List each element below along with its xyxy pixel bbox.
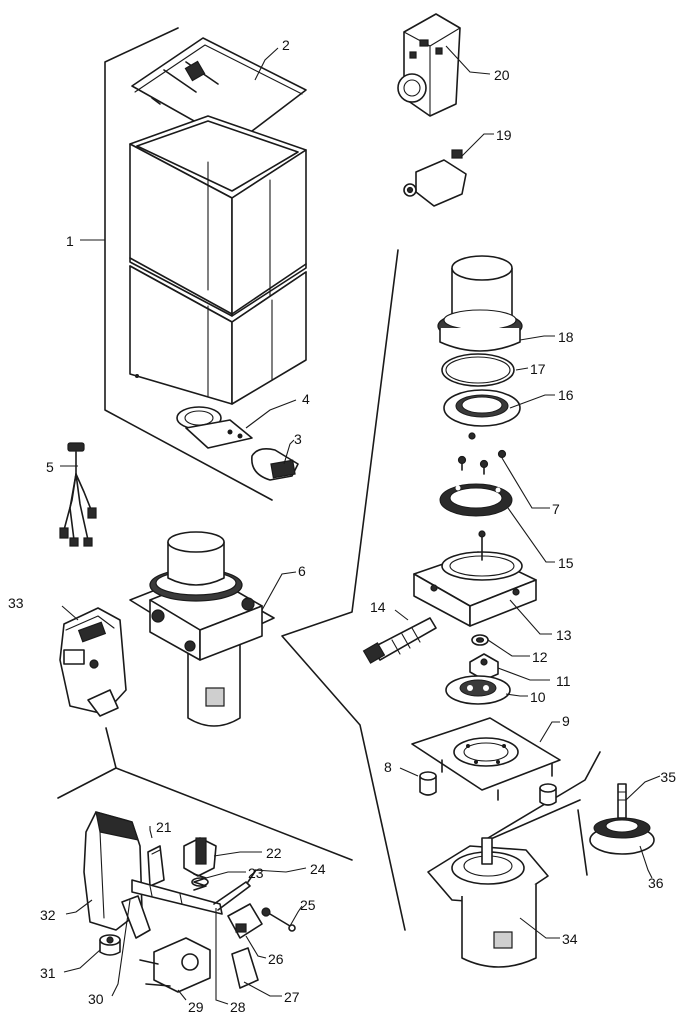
leader-lines bbox=[60, 45, 661, 1005]
label-part-19: 19 bbox=[496, 127, 512, 143]
part-33-cover bbox=[59, 607, 127, 717]
part-10-gear-pump bbox=[445, 675, 511, 705]
part-8-bushings bbox=[419, 771, 557, 806]
part-26-bracket bbox=[227, 903, 263, 939]
label-part-33: 33 bbox=[8, 595, 24, 611]
part-3-cap bbox=[251, 448, 299, 481]
group-bracket-lines bbox=[57, 27, 601, 931]
part-7-screws bbox=[457, 449, 507, 475]
label-part-21: 21 bbox=[156, 819, 172, 835]
part-6-power-unit bbox=[129, 531, 275, 727]
label-part-30: 30 bbox=[88, 991, 104, 1007]
part-29-valve-block bbox=[139, 937, 211, 993]
label-part-8: 8 bbox=[384, 759, 392, 775]
part-16-flange bbox=[443, 389, 521, 440]
label-part-23: 23 bbox=[248, 865, 264, 881]
label-part-7: 7 bbox=[552, 501, 560, 517]
label-part-15: 15 bbox=[558, 555, 574, 571]
part-17-oring bbox=[441, 353, 515, 387]
part-15-gear-ring bbox=[439, 483, 513, 517]
part-21-bracket bbox=[147, 845, 165, 887]
part-25-screw bbox=[261, 907, 296, 932]
label-part-35: 35 bbox=[660, 769, 676, 785]
label-part-29: 29 bbox=[188, 999, 204, 1015]
label-part-5: 5 bbox=[46, 459, 54, 475]
part-23-spring bbox=[193, 873, 207, 891]
part-24-lever bbox=[213, 869, 257, 911]
part-27-plate bbox=[231, 947, 259, 989]
part-11-coupling bbox=[469, 653, 499, 681]
label-part-32: 32 bbox=[40, 907, 56, 923]
part-35-pin bbox=[617, 783, 627, 819]
label-part-25: 25 bbox=[300, 897, 316, 913]
label-part-17: 17 bbox=[530, 361, 546, 377]
label-part-27: 27 bbox=[284, 989, 300, 1005]
label-part-36: 36 bbox=[648, 875, 664, 891]
part-1-reservoir bbox=[129, 115, 307, 405]
part-2-lid bbox=[131, 37, 307, 145]
label-part-12: 12 bbox=[532, 649, 548, 665]
label-part-26: 26 bbox=[268, 951, 284, 967]
part-19-breaker bbox=[403, 149, 467, 207]
part-20-switch bbox=[397, 13, 461, 117]
label-part-4: 4 bbox=[302, 391, 310, 407]
part-28-rod bbox=[131, 879, 223, 915]
part-31-fitting bbox=[99, 934, 121, 956]
label-part-1: 1 bbox=[66, 233, 74, 249]
label-part-16: 16 bbox=[558, 387, 574, 403]
part-18-filter bbox=[437, 255, 523, 352]
label-part-2: 2 bbox=[282, 37, 290, 53]
part-9-plate bbox=[411, 717, 561, 801]
label-part-14: 14 bbox=[370, 599, 386, 615]
label-part-11: 11 bbox=[556, 673, 571, 689]
part-12-nut bbox=[471, 634, 489, 646]
part-34-motor bbox=[427, 837, 549, 968]
label-part-24: 24 bbox=[310, 861, 326, 877]
label-part-22: 22 bbox=[266, 845, 282, 861]
part-13-housing bbox=[413, 530, 537, 627]
part-22-solenoid bbox=[183, 837, 217, 887]
part-36-pulley bbox=[589, 817, 655, 855]
label-part-13: 13 bbox=[556, 627, 572, 643]
label-part-20: 20 bbox=[494, 67, 510, 83]
label-part-3: 3 bbox=[294, 431, 302, 447]
label-part-31: 31 bbox=[40, 965, 56, 981]
label-part-28: 28 bbox=[230, 999, 246, 1015]
label-part-34: 34 bbox=[562, 931, 578, 947]
part-4-filter-bracket bbox=[176, 406, 253, 449]
part-14-shaft bbox=[362, 617, 437, 664]
label-part-18: 18 bbox=[558, 329, 574, 345]
label-part-6: 6 bbox=[298, 563, 306, 579]
callout-labels: 2 1 4 3 5 6 33 20 19 18 17 16 7 15 14 13… bbox=[8, 37, 676, 1015]
label-part-10: 10 bbox=[530, 689, 546, 705]
label-part-9: 9 bbox=[562, 713, 570, 729]
part-5-wire-harness bbox=[59, 442, 97, 547]
